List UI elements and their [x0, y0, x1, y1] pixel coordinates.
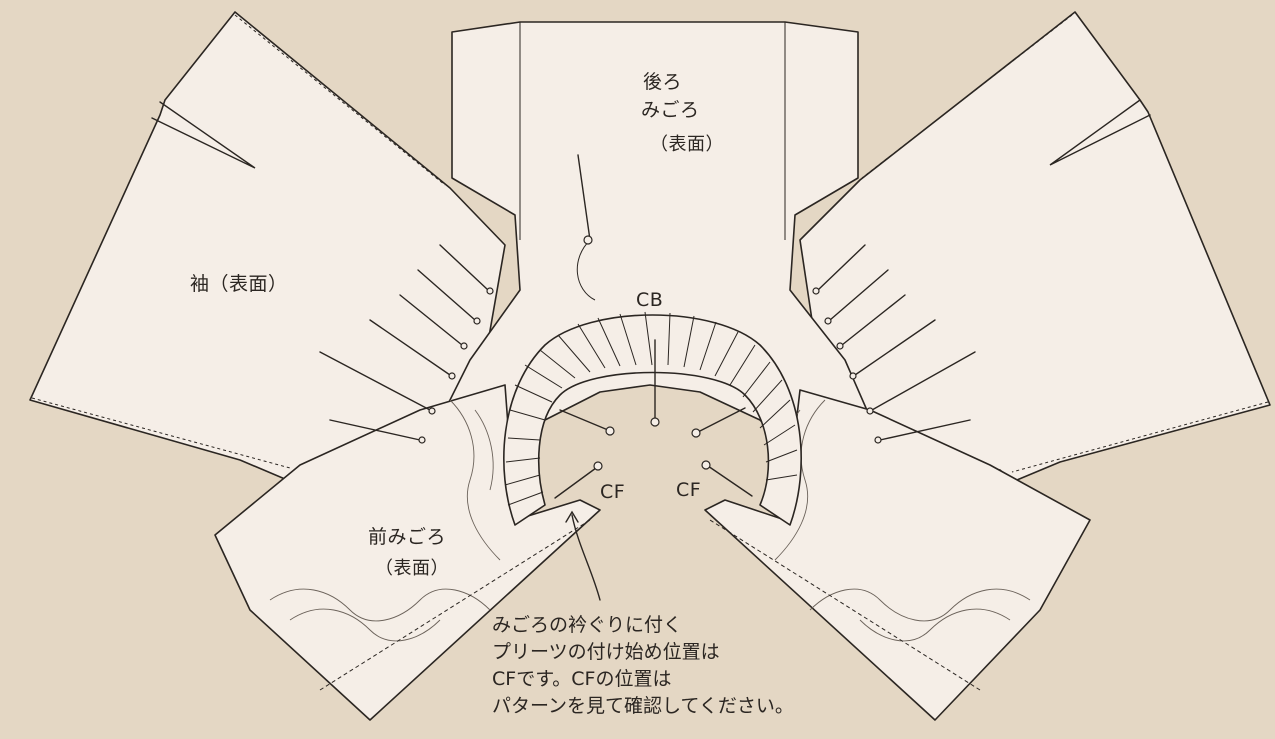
note-line-1: みごろの衿ぐりに付く [492, 614, 683, 636]
note-line-2: プリーツの付け始め位置は [492, 641, 720, 663]
instruction-note: みごろの衿ぐりに付く プリーツの付け始め位置は CFです。CFの位置は パターン… [492, 612, 794, 720]
cf-left-label: CF [600, 481, 626, 503]
front-bodice-label-line1: 前みごろ [368, 526, 447, 548]
note-line-3: CFです。CFの位置は [492, 668, 672, 690]
back-bodice-label-line3: （表面） [650, 134, 724, 155]
pleated-frill [503, 311, 802, 526]
note-line-4: パターンを見て確認してください。 [492, 695, 794, 717]
back-bodice-label-line2: みごろ [641, 99, 700, 121]
cf-right-label: CF [676, 479, 702, 501]
right-pins [812, 244, 976, 444]
cb-label: CB [636, 289, 664, 311]
left-pins [319, 244, 494, 444]
back-bodice-label-line1: 後ろ [643, 71, 683, 93]
sleeve-label: 袖（表面） [190, 273, 288, 295]
front-bodice-label-line2: （表面） [375, 558, 449, 579]
pointer-curve [571, 514, 601, 601]
